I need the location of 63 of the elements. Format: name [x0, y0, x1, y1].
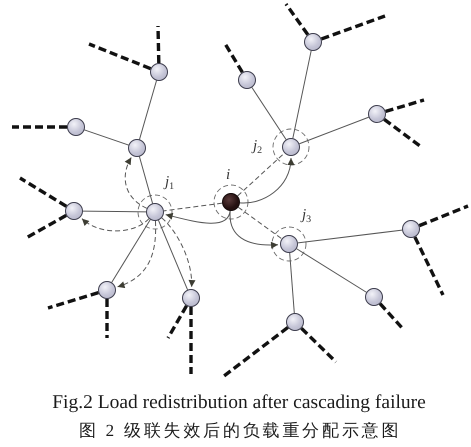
- dashed-arrow: [161, 217, 196, 288]
- dashed-stub-line: [222, 326, 289, 378]
- figure-caption: Fig.2 Load redistribution after cascading failure: [52, 392, 426, 414]
- dashed-stub-line: [48, 291, 99, 310]
- node-circle: [402, 220, 420, 238]
- link-line: [292, 50, 312, 139]
- dashed-stub-line: [105, 299, 109, 338]
- dashed-stub-line: [378, 302, 406, 332]
- link-line: [82, 210, 146, 212]
- node-label: j$_{2}$: [253, 139, 262, 156]
- node-label: i: [226, 168, 230, 183]
- node-circle: [65, 202, 83, 220]
- dashed-stub-line: [383, 118, 422, 148]
- node-circle: [282, 138, 300, 156]
- dashed-stub-line: [300, 327, 338, 364]
- dashed-stub-line: [284, 3, 310, 36]
- dashed-stub-line: [156, 26, 160, 64]
- dashed-stub-line: [166, 304, 188, 339]
- dashed-stub-line: [12, 125, 67, 129]
- dashed-stub-line: [25, 214, 67, 240]
- dashed-line: [163, 202, 223, 212]
- dashed-line: [237, 152, 285, 196]
- link-line: [251, 87, 287, 140]
- node-circle: [280, 235, 298, 253]
- dashed-stub-line: [385, 98, 424, 114]
- node-label: j$_{3}$: [302, 208, 312, 225]
- figure-caption: 图 2 级联失效后的负载重分配示意图: [78, 422, 402, 441]
- link-line: [289, 252, 295, 314]
- node-circle: [368, 105, 386, 123]
- node-circle: [67, 118, 85, 136]
- curved-arrow: [230, 210, 279, 249]
- node-circle: [128, 139, 146, 157]
- dashed-arrow: [124, 156, 148, 209]
- dashed-stub-line: [222, 41, 244, 74]
- node-circle: [304, 33, 322, 51]
- link-line: [297, 230, 403, 244]
- dashed-line: [238, 206, 282, 240]
- curved-arrow: [165, 210, 231, 224]
- link-line: [296, 248, 367, 293]
- node-circle: [286, 313, 304, 331]
- link-line: [158, 220, 188, 290]
- dashed-stub-line: [413, 236, 445, 296]
- node-label: j$_{1}$: [165, 175, 174, 192]
- dashed-stub-line: [189, 307, 193, 374]
- link-line: [84, 129, 129, 146]
- dashed-stub-line: [418, 204, 469, 228]
- link-line: [298, 116, 370, 144]
- link-line: [138, 156, 154, 204]
- node-circle: [150, 63, 168, 81]
- link-line: [139, 80, 157, 140]
- dashed-stub-line: [19, 176, 68, 208]
- node-circle: [182, 289, 200, 307]
- dashed-stub-line: [88, 42, 152, 70]
- dashed-stub-line: [320, 14, 386, 41]
- dashed-arrow: [81, 218, 150, 232]
- dashed-arrow: [117, 220, 156, 288]
- node-circle: [98, 281, 116, 299]
- curved-arrow: [239, 158, 294, 204]
- node-circle: [238, 71, 256, 89]
- node-circle: [146, 203, 164, 221]
- node-circle: [365, 288, 383, 306]
- node-circle: [222, 193, 240, 211]
- link-line: [111, 219, 151, 283]
